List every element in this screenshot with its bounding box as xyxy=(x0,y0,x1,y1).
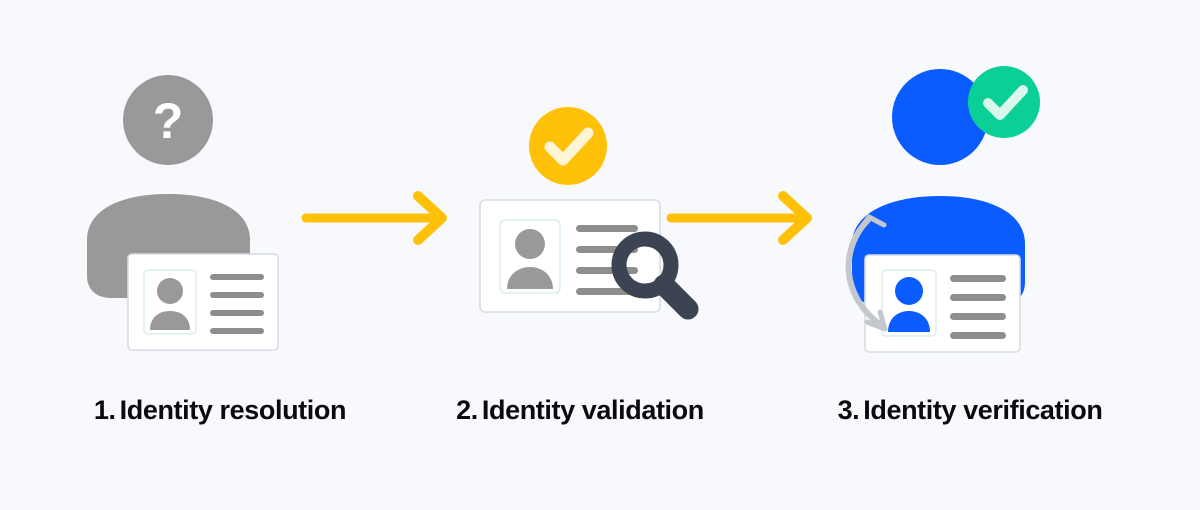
arrow-head xyxy=(778,191,812,245)
step-3-identity-verification: 3.Identity verification xyxy=(790,0,1150,510)
id-card-text-line xyxy=(210,310,264,316)
id-card xyxy=(127,253,279,351)
match-curved-arrow-icon xyxy=(845,214,888,332)
step-2-identity-validation: 2.Identity validation xyxy=(400,0,760,510)
magnifier-ring xyxy=(611,231,679,299)
id-card-avatar-body xyxy=(150,311,190,330)
step-2-label: 2.Identity validation xyxy=(400,395,760,426)
id-card-avatar-body xyxy=(888,311,930,332)
step-1-label: 1.Identity resolution xyxy=(40,395,400,426)
id-card-text-line xyxy=(950,332,1006,339)
id-card-text-line xyxy=(950,275,1006,282)
curved-arrow-head-down xyxy=(864,309,888,332)
step-3-title: Identity verification xyxy=(863,395,1103,425)
id-card-avatar-head xyxy=(515,229,545,259)
id-card-text-lines xyxy=(950,275,1006,339)
step-1-number: 1. xyxy=(93,395,116,425)
step-3-number: 3. xyxy=(837,395,860,425)
magnifier-icon xyxy=(611,231,699,320)
id-card-text-lines xyxy=(210,274,264,334)
step-1-illustration: ? xyxy=(40,50,400,360)
arrow-step-1-to-2 xyxy=(300,190,460,246)
check-mark-glyph xyxy=(983,85,1028,120)
arrow-step-2-to-3 xyxy=(665,190,825,246)
arrow-head xyxy=(413,191,447,245)
curved-arrow-head-up xyxy=(855,214,887,235)
step-3-illustration xyxy=(790,50,1150,360)
id-card-text-line xyxy=(950,313,1006,320)
id-card-text-line xyxy=(210,274,264,280)
green-check-badge-icon xyxy=(968,66,1040,138)
amber-check-badge-icon xyxy=(529,107,607,185)
id-card-text-line xyxy=(576,225,638,232)
step-3-label: 3.Identity verification xyxy=(790,395,1150,426)
id-card-avatar-head xyxy=(157,278,183,304)
check-mark-glyph xyxy=(544,127,594,166)
person-head xyxy=(892,69,988,165)
id-card-avatar-body xyxy=(507,267,553,289)
id-card-avatar-head xyxy=(895,277,923,305)
step-1-title: Identity resolution xyxy=(119,395,347,425)
check-badge-circle xyxy=(968,66,1040,138)
check-badge-circle xyxy=(529,107,607,185)
id-card xyxy=(864,254,1021,353)
step-1-identity-resolution: ? 1.Identity xyxy=(40,0,400,510)
id-card-text-line xyxy=(210,292,264,298)
id-card-text-line xyxy=(576,267,638,274)
question-mark-glyph: ? xyxy=(153,93,184,149)
id-card-text-line xyxy=(950,294,1006,301)
person-head xyxy=(123,75,213,165)
id-card-text-line xyxy=(210,328,264,334)
step-2-illustration xyxy=(400,50,760,360)
step-2-title: Identity validation xyxy=(481,395,704,425)
step-2-number: 2. xyxy=(456,395,478,425)
